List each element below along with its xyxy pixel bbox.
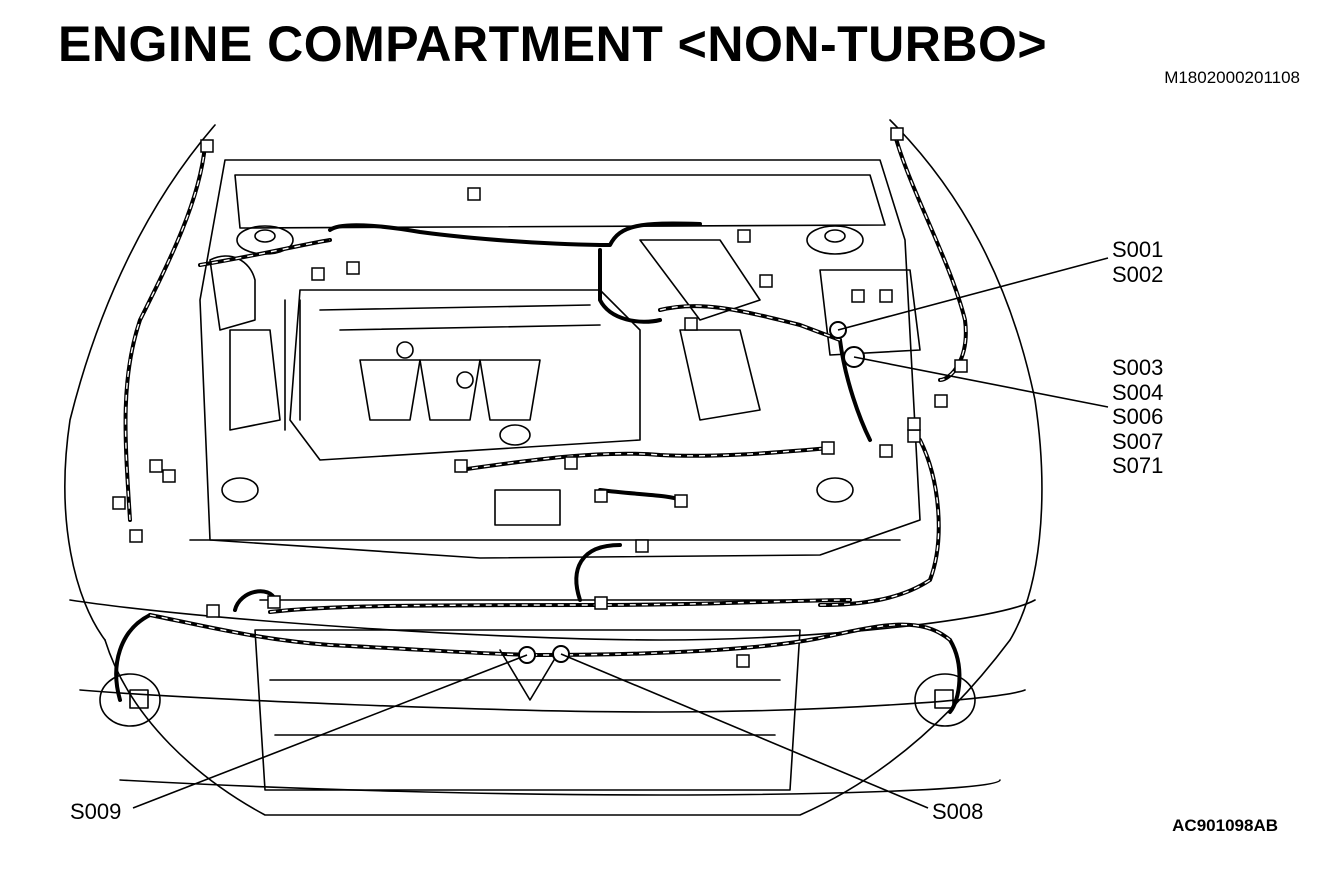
splice-label-group-lower: S003 S004 S006 S007 S071 — [1112, 355, 1164, 479]
figure-code: AC901098AB — [1172, 816, 1278, 835]
splice-label-s071: S071 — [1112, 453, 1164, 478]
splice-label-s006: S006 — [1112, 404, 1164, 429]
splice-label-s008: S008 — [932, 799, 984, 824]
splice-label-s009: S009 — [70, 799, 122, 824]
splice-label-s003: S003 — [1112, 355, 1164, 380]
splice-label-s001: S001 — [1112, 237, 1164, 262]
splice-label-group-upper: S001 S002 — [1112, 237, 1164, 287]
splice-label-s002: S002 — [1112, 261, 1164, 287]
splice-label-s004: S004 — [1112, 379, 1164, 405]
diagram-title: ENGINE COMPARTMENT <NON-TURBO> — [58, 16, 1048, 72]
document-code: M1802000201108 — [1164, 68, 1300, 87]
splice-label-s007: S007 — [1112, 428, 1164, 454]
